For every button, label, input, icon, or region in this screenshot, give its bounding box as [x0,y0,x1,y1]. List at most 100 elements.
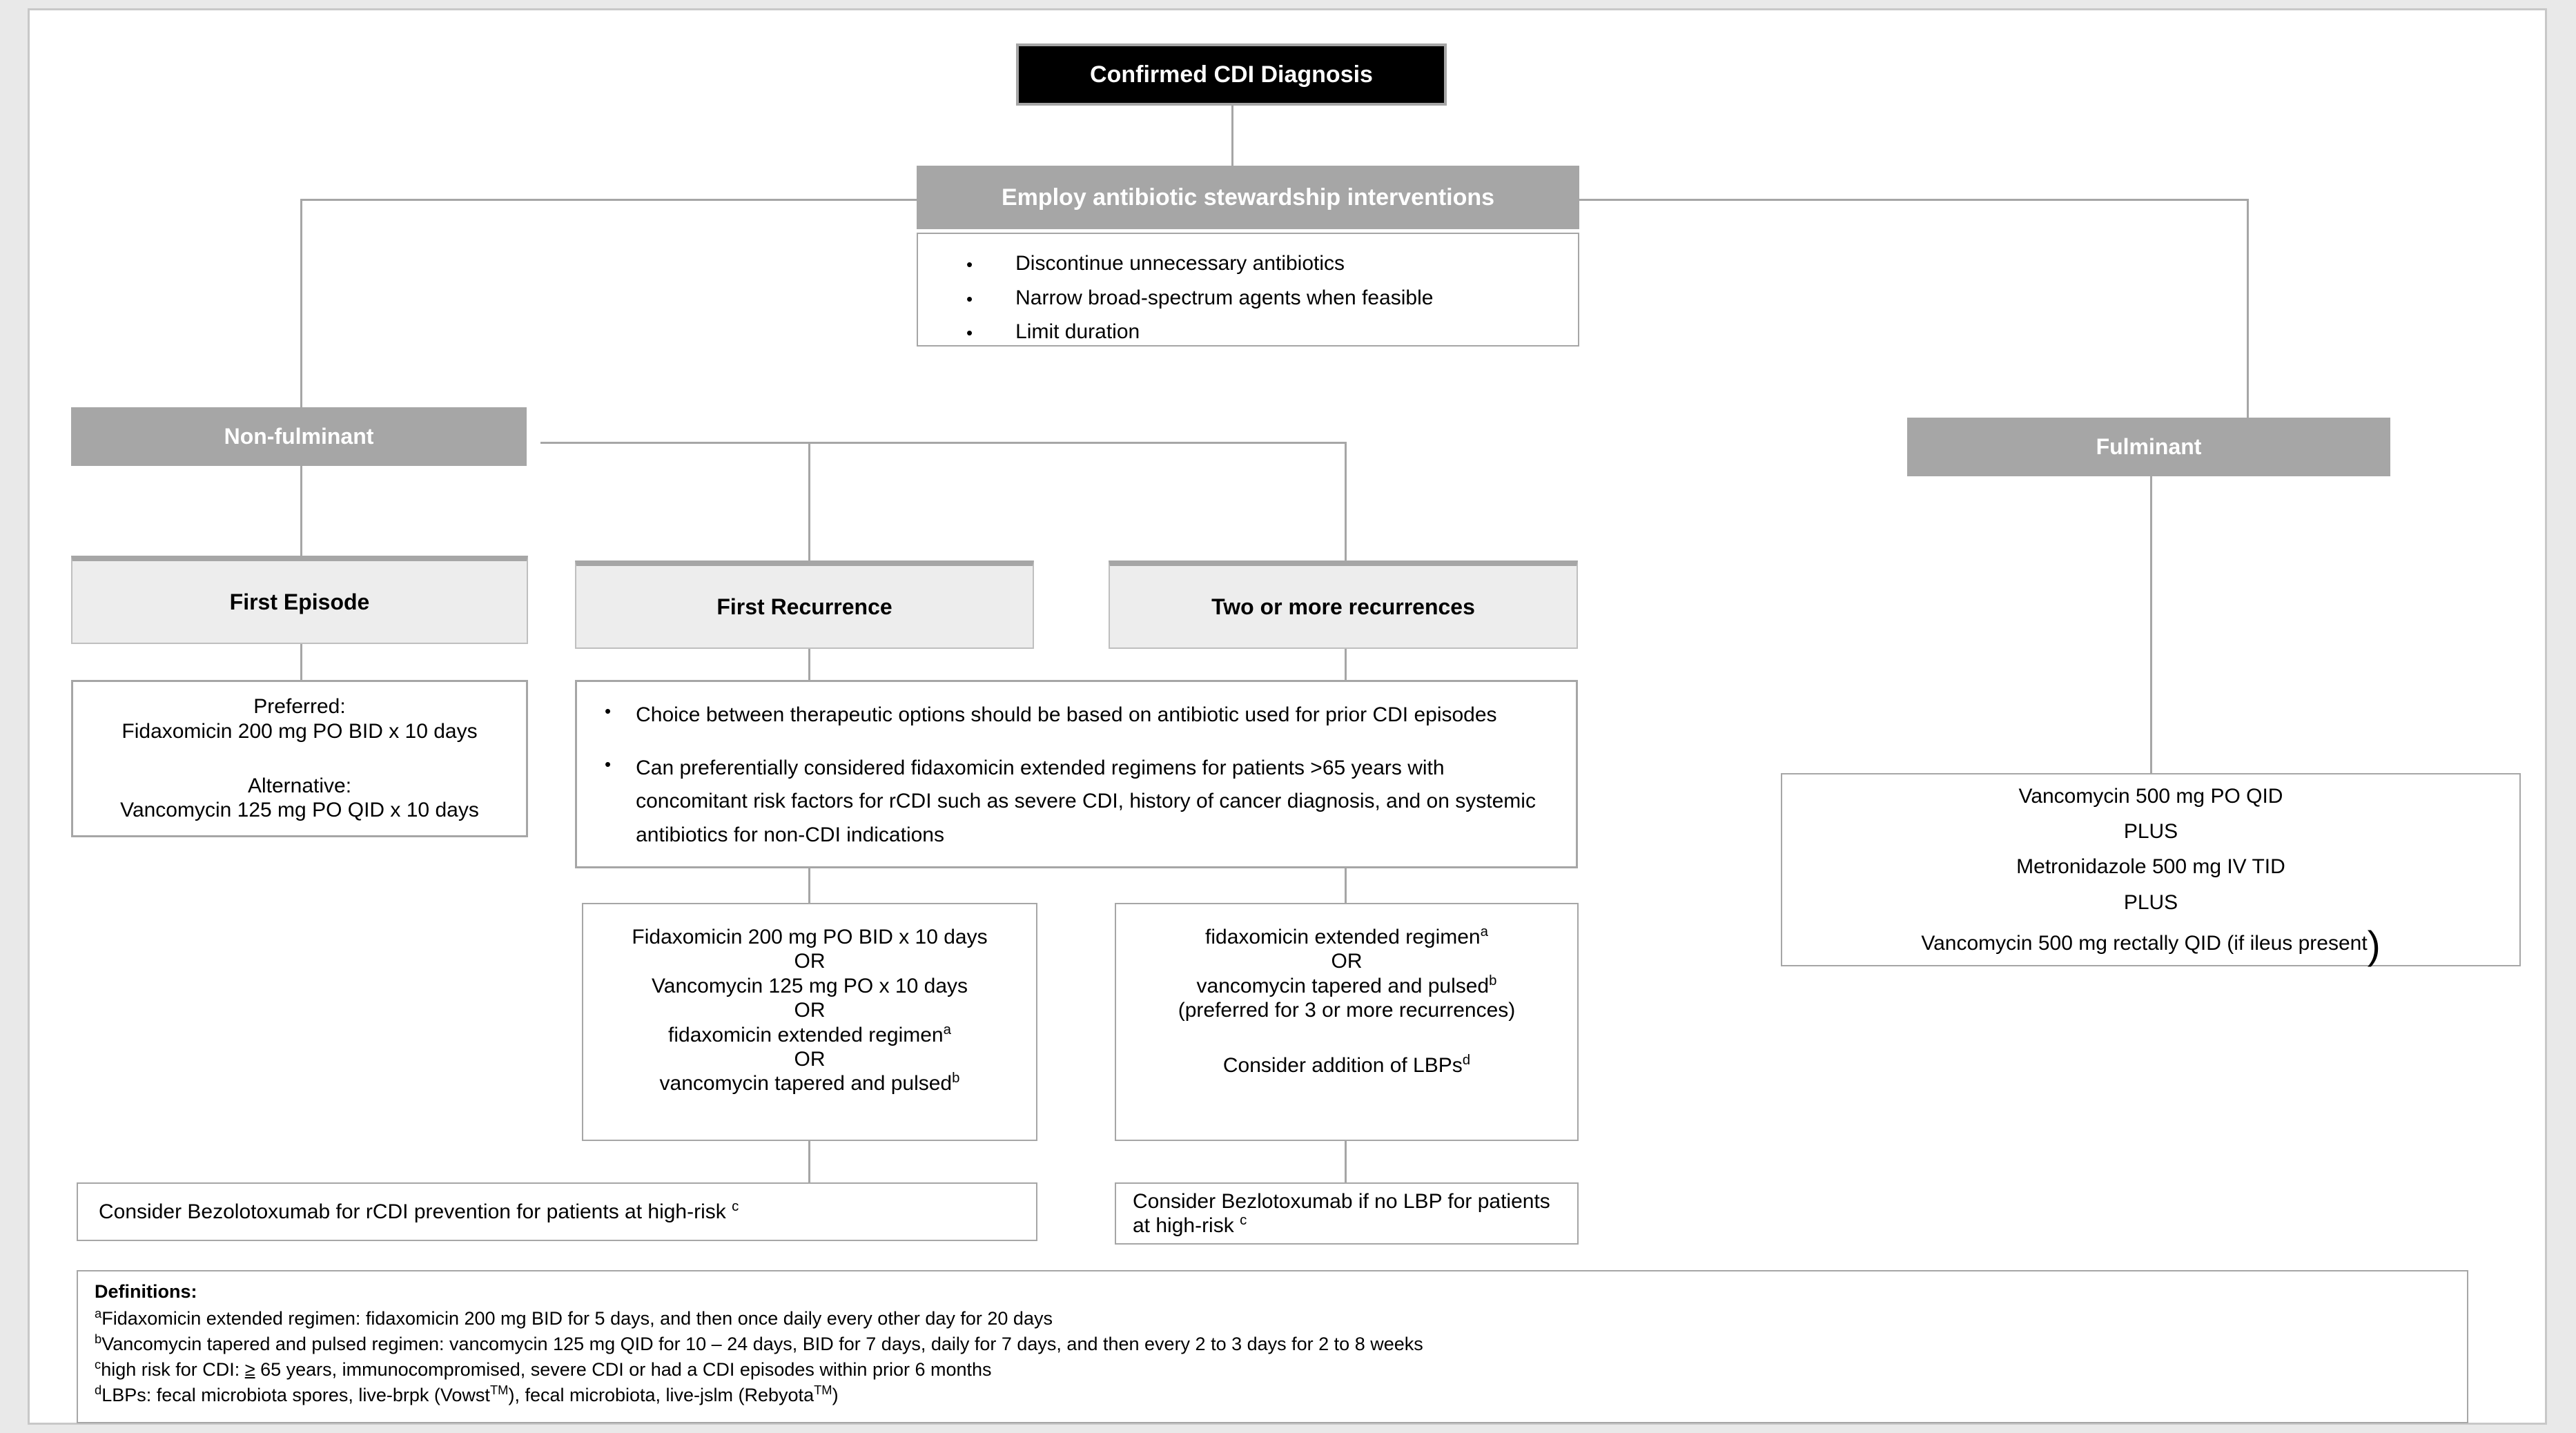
footnote-ref-d: d [1462,1052,1471,1068]
node-bezlotoxumab-right: Consider Bezlotoxumab if no LBP for pati… [1115,1182,1579,1245]
definition-d-text-1: LBPs: fecal microbiota spores, live-brpk… [101,1385,490,1405]
definition-d-text-2: ), fecal microbiota, live-jslm (Rebyota [508,1385,814,1405]
first-recurrence-or-3: OR [794,1047,826,1071]
confirmed-cdi-diagnosis-label: Confirmed CDI Diagnosis [1090,61,1373,88]
definition-b: bVancomycin tapered and pulsed regimen: … [95,1332,1423,1355]
footnote-ref-c: c [732,1198,739,1214]
two-or-more-consider-lbps: Consider addition of LBPsd [1223,1053,1470,1078]
node-stewardship-bullets: • Discontinue unnecessary antibiotics • … [917,233,1579,347]
node-two-or-more-recurrences: Two or more recurrences [1109,560,1578,649]
first-episode-treatment-alternative-value: Vancomycin 125 mg PO QID x 10 days [120,799,479,822]
bullet-dot-icon: • [966,322,973,344]
definition-d-text-3: ) [832,1385,839,1405]
bullet-dot-icon: • [966,254,973,275]
stewardship-header-label: Employ antibiotic stewardship interventi… [1001,184,1495,211]
greater-than-equal-icon: ≥ [244,1359,255,1380]
connector-guidance-to-first-recurrence-options [808,868,810,903]
definition-c-prefix: high risk for CDI: [101,1359,245,1380]
two-or-more-option-1-text: fidaxomicin extended regimen [1205,926,1481,948]
footnote-marker-c: c [95,1357,101,1372]
first-episode-label: First Episode [229,589,370,614]
connector-guidance-to-two-or-more-options [1345,868,1347,903]
definition-c-suffix: 65 years, immunocompromised, severe CDI … [255,1359,992,1380]
fulminant-treatment-line-1: Vancomycin 500 mg PO QID [2018,784,2283,808]
fulminant-treatment-line-5-text: Vancomycin 500 mg rectally QID (if ileus… [1921,932,2368,955]
footnote-ref-b: b [952,1071,960,1086]
node-fulminant: Fulminant [1907,418,2390,476]
connector-nonfulminant-to-first-episode [300,466,302,556]
stewardship-bullet-1: Discontinue unnecessary antibiotics [1015,252,1345,275]
first-episode-treatment-preferred-value: Fidaxomicin 200 mg PO BID x 10 days [121,719,478,743]
fulminant-treatment-line-3: Metronidazole 500 mg IV TID [2016,855,2285,879]
first-recurrence-or-1: OR [794,950,826,973]
node-first-episode: First Episode [71,556,528,644]
recurrence-guidance-bullet-item: • Choice between therapeutic options sho… [605,699,1555,732]
node-two-or-more-options: fidaxomicin extended regimena OR vancomy… [1115,903,1579,1141]
definitions-title: Definitions: [95,1281,197,1302]
node-fulminant-treatment: Vancomycin 500 mg PO QID PLUS Metronidaz… [1781,773,2521,966]
stewardship-bullet-item: • Discontinue unnecessary antibiotics [966,252,1578,278]
node-definitions: Definitions: aFidaxomicin extended regim… [77,1270,2468,1423]
two-or-more-consider-lbps-text: Consider addition of LBPs [1222,1053,1463,1077]
connector-to-two-or-more [1345,442,1347,560]
footnote-marker-a: a [95,1306,102,1320]
node-stewardship-header: Employ antibiotic stewardship interventi… [917,166,1579,229]
first-recurrence-or-2: OR [794,999,826,1022]
trademark-icon: TM [814,1383,832,1397]
definition-a-text: Fidaxomicin extended regimen: fidaxomici… [101,1308,1053,1329]
bezlotoxumab-right-text-wrap: Consider Bezlotoxumab if no LBP for pati… [1133,1189,1568,1238]
recurrence-guidance-bullet-1: Choice between therapeutic options shoul… [636,703,1497,726]
connector-first-recurrence-options-to-bezlo [808,1141,810,1182]
connector-stewardship-right-horizontal [1578,199,2249,201]
footnote-ref-b: b [1489,973,1497,988]
bullet-dot-icon: • [605,753,612,774]
bezlotoxumab-left-text-wrap: Consider Bezolotoxumab for rCDI preventi… [99,1198,739,1224]
connector-diagnosis-to-stewardship [1231,104,1233,166]
two-or-more-option-2-text: vancomycin tapered and pulsed [1196,974,1490,997]
connector-fulminant-to-treatment [2150,476,2152,773]
definition-c: chigh risk for CDI: ≥ 65 years, immunoco… [95,1357,992,1381]
stewardship-bullet-3: Limit duration [1015,320,1140,344]
footnote-ref-a: a [1480,924,1488,939]
first-recurrence-option-4: vancomycin tapered and pulsedb [660,1071,960,1095]
definition-a: aFidaxomicin extended regimen: fidaxomic… [95,1306,1053,1329]
footnote-marker-b: b [95,1332,102,1346]
fulminant-treatment-plus-1: PLUS [2123,819,2178,843]
node-bezlotoxumab-left: Consider Bezolotoxumab for rCDI preventi… [77,1182,1037,1241]
connector-stewardship-left-vertical [300,199,302,416]
first-episode-treatment-preferred-label: Preferred: [253,695,346,719]
first-recurrence-option-3-text: fidaxomicin extended regimen [668,1023,944,1046]
node-confirmed-cdi-diagnosis: Confirmed CDI Diagnosis [1016,43,1447,106]
two-or-more-note: (preferred for 3 or more recurrences) [1178,999,1516,1022]
connector-first-recurrence-to-guidance [808,649,810,680]
connector-stewardship-left-horizontal [300,199,926,201]
first-recurrence-label: First Recurrence [716,594,892,619]
connector-stewardship-right-vertical [2247,199,2249,425]
connector-two-or-more-options-to-bezlo [1345,1141,1347,1182]
connector-two-or-more-to-guidance [1345,649,1347,680]
connector-first-episode-to-treatment [300,644,302,680]
bullet-dot-icon: • [966,288,973,309]
bezlotoxumab-right-text: Consider Bezlotoxumab if no LBP for pati… [1133,1189,1550,1237]
connector-to-first-recurrence [808,442,810,560]
page-frame: Confirmed CDI Diagnosis Employ antibioti… [28,8,2547,1425]
stewardship-bullet-item: • Narrow broad-spectrum agents when feas… [966,286,1578,313]
first-episode-treatment-alternative-label: Alternative: [247,774,352,797]
definition-b-text: Vancomycin tapered and pulsed regimen: v… [101,1334,1423,1354]
trademark-icon: TM [489,1383,509,1397]
fulminant-label: Fulminant [2096,434,2202,459]
footnote-ref-a: a [943,1022,951,1037]
recurrence-guidance-bullet-item: • Can preferentially considered fidaxomi… [605,752,1555,852]
node-recurrence-guidance: • Choice between therapeutic options sho… [575,680,1578,868]
first-recurrence-option-4-text: vancomycin tapered and pulsed [659,1072,953,1095]
connector-nonfulminant-right-horizontal [540,442,1347,444]
two-or-more-recurrences-label: Two or more recurrences [1211,594,1475,619]
two-or-more-option-2: vancomycin tapered and pulsedb [1197,974,1497,998]
footnote-marker-d: d [95,1383,102,1397]
first-recurrence-option-3: fidaxomicin extended regimena [668,1022,951,1047]
fulminant-treatment-plus-2: PLUS [2123,890,2178,914]
footnote-ref-c: c [1240,1213,1247,1228]
node-first-recurrence: First Recurrence [575,560,1034,649]
two-or-more-option-1: fidaxomicin extended regimena [1205,925,1488,949]
